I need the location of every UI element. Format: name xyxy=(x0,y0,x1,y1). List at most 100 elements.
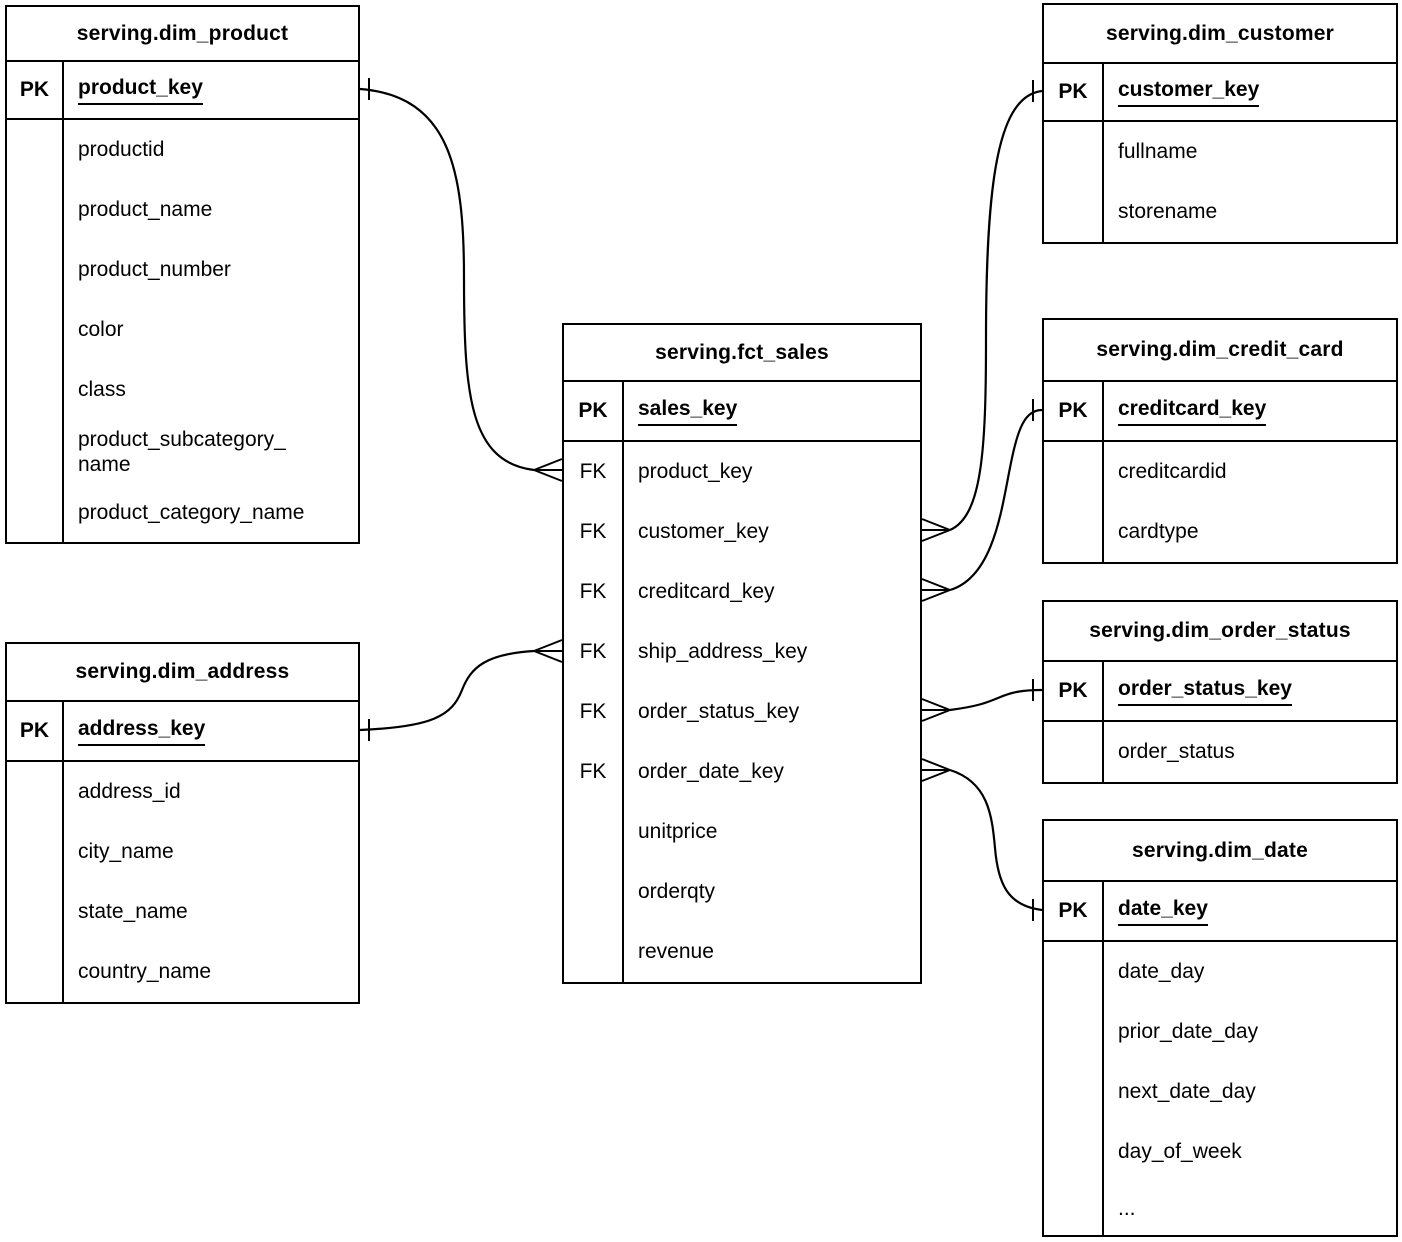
key-tag-column xyxy=(1044,942,1104,1235)
empty-tag-cell xyxy=(1044,1182,1102,1235)
table-title: serving.dim_address xyxy=(7,644,358,702)
field-cardtype: cardtype xyxy=(1118,520,1199,544)
pk-field-label: creditcard_key xyxy=(1118,396,1267,427)
crow-foot-many-marker xyxy=(921,698,951,722)
pk-field-label: product_key xyxy=(78,75,203,106)
table-title: serving.fct_sales xyxy=(564,325,920,382)
field-product_category_name: product_category_name xyxy=(78,501,305,525)
field-order_status: order_status xyxy=(1118,740,1235,764)
empty-tag-cell xyxy=(1044,1062,1102,1122)
primary-key-row: PK customer_key xyxy=(1044,64,1396,122)
pk-field-sales_key: sales_key xyxy=(624,382,920,440)
pk-field-date_key: date_key xyxy=(1104,882,1396,940)
key-tag-column xyxy=(7,762,64,1002)
relationship-curve xyxy=(359,87,535,472)
pk-tag: PK xyxy=(1044,662,1104,720)
key-tag-column xyxy=(1044,722,1104,782)
field-class: class xyxy=(78,378,126,402)
crow-foot-many-marker xyxy=(533,458,563,482)
field-orderqty: orderqty xyxy=(638,880,716,904)
table-title: serving.dim_credit_card xyxy=(1044,320,1396,382)
empty-tag-cell xyxy=(7,882,62,942)
field-name-column: order_status xyxy=(1104,722,1396,782)
empty-tag-cell xyxy=(7,360,62,420)
fk-tag: FK xyxy=(579,760,607,783)
pk-field-address_key: address_key xyxy=(64,702,358,760)
relationship-order_status_key xyxy=(921,679,1043,722)
field-name-column: creditcardid cardtype xyxy=(1104,442,1396,562)
empty-tag-cell xyxy=(7,300,62,360)
crow-foot-many-marker xyxy=(921,758,951,782)
pk-tag: PK xyxy=(1044,882,1104,940)
pk-field-label: order_status_key xyxy=(1118,676,1292,707)
field-order_status_key: order_status_key xyxy=(638,700,800,724)
key-tag-column xyxy=(7,120,64,542)
fk-tag: FK xyxy=(579,460,607,483)
table-title: serving.dim_customer xyxy=(1044,5,1396,64)
relationship-curve xyxy=(949,768,1043,912)
empty-tag-cell xyxy=(564,922,622,982)
empty-tag-cell xyxy=(1044,122,1102,182)
fk-tag: FK xyxy=(579,640,607,663)
pk-tag: PK xyxy=(1044,64,1104,120)
pk-field-customer_key: customer_key xyxy=(1104,64,1396,120)
pk-field-label: customer_key xyxy=(1118,77,1260,108)
key-tag-column xyxy=(1044,442,1104,562)
pk-field-label: sales_key xyxy=(638,396,738,427)
fk-tag: FK xyxy=(579,520,607,543)
field-product_key: product_key xyxy=(638,460,753,484)
pk-field-label: date_key xyxy=(1118,896,1208,927)
pk-tag: PK xyxy=(7,62,64,118)
field-ship_address_key: ship_address_key xyxy=(638,640,808,664)
empty-tag-cell xyxy=(7,120,62,180)
field-color: color xyxy=(78,318,124,342)
table-title: serving.dim_date xyxy=(1044,821,1396,882)
pk-field-creditcard_key: creditcard_key xyxy=(1104,382,1396,440)
empty-tag-cell xyxy=(7,240,62,300)
relationship-curve xyxy=(359,649,535,732)
field-country_name: country_name xyxy=(78,960,212,984)
field-creditcard_key: creditcard_key xyxy=(638,580,775,604)
relationship-curve xyxy=(949,89,1043,532)
empty-tag-cell xyxy=(1044,722,1102,782)
empty-tag-cell xyxy=(7,484,62,542)
empty-tag-cell xyxy=(1044,502,1102,562)
pk-field-product_key: product_key xyxy=(64,62,358,118)
table-title: serving.dim_order_status xyxy=(1044,602,1396,662)
crow-foot-many-marker xyxy=(921,518,951,542)
empty-tag-cell xyxy=(1044,942,1102,1002)
pk-field-order_status_key: order_status_key xyxy=(1104,662,1396,720)
empty-tag-cell xyxy=(7,180,62,240)
empty-tag-cell xyxy=(1044,1002,1102,1062)
empty-tag-cell xyxy=(564,862,622,922)
field-creditcardid: creditcardid xyxy=(1118,460,1227,484)
empty-tag-cell xyxy=(564,802,622,862)
table-body: order_status xyxy=(1044,722,1396,782)
pk-tag: PK xyxy=(7,702,64,760)
field-productid: productid xyxy=(78,138,165,162)
relationship-customer_key xyxy=(921,80,1043,542)
primary-key-row: PK order_status_key xyxy=(1044,662,1396,722)
relationship-creditcard_key xyxy=(921,399,1043,602)
field-product_number: product_number xyxy=(78,258,231,282)
field-prior_date_day: prior_date_day xyxy=(1118,1020,1259,1044)
